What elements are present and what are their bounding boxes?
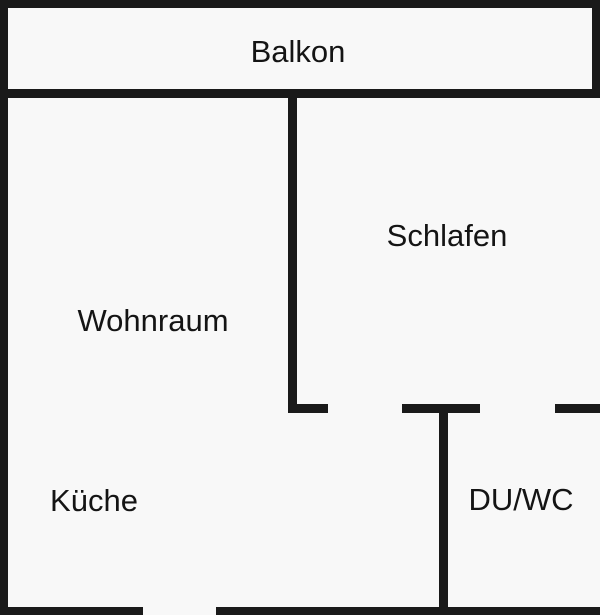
room-label-balcony: Balkon [251, 34, 346, 69]
room-label-kitchen: Küche [50, 483, 138, 518]
wall-balcony-separator [0, 89, 600, 98]
wall-bottom-left [0, 607, 143, 615]
wall-bottom-right [216, 607, 600, 615]
wall-bedroom-bottom-right [555, 404, 600, 413]
room-label-bathroom: DU/WC [468, 482, 573, 517]
wall-left [0, 0, 8, 615]
wall-bathroom-left [439, 404, 448, 615]
wall-top [0, 0, 600, 8]
wall-bedroom-bottom-left [288, 404, 328, 413]
room-label-bedroom: Schlafen [387, 218, 508, 253]
wall-bedroom-left [288, 96, 297, 413]
wall-right [592, 0, 600, 96]
room-label-living-room: Wohnraum [77, 303, 228, 338]
